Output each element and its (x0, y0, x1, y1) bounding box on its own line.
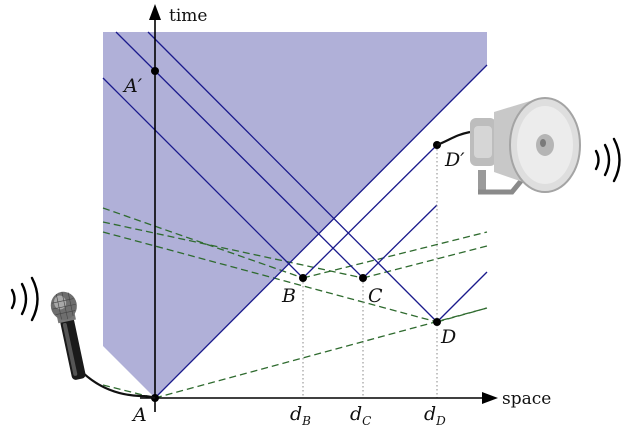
dashed-line-5 (362, 245, 488, 279)
time-axis-label: time (169, 6, 207, 26)
label-D-prime: D′ (444, 149, 465, 171)
tick-label-dD: dD (424, 403, 446, 428)
down-line-to-B (102, 77, 304, 279)
light-cone-region (103, 32, 487, 398)
projection-lines (302, 145, 438, 398)
label-B: B (281, 285, 296, 307)
label-A: A (131, 404, 147, 426)
space-axis-arrow-icon (482, 392, 498, 404)
tick-label-dB: dB (290, 403, 311, 428)
label-D: D (440, 326, 456, 348)
worldlines (102, 31, 488, 399)
dashed-line-4 (302, 231, 488, 279)
up-line-from-D (436, 271, 488, 323)
speaker-sound-waves-icon (594, 137, 621, 183)
point-C (359, 274, 367, 282)
cone-right-edge (154, 64, 488, 399)
tick-label-dC: dC (350, 403, 371, 428)
axes (140, 18, 488, 412)
space-axis-label: space (502, 389, 551, 409)
dashed-line-7 (154, 307, 488, 399)
microphone-icon (50, 291, 156, 400)
down-line-to-D (147, 31, 438, 323)
label-A-prime: A′ (122, 75, 143, 97)
loudspeaker-icon (436, 97, 581, 195)
point-D (433, 318, 441, 326)
point-A-prime (151, 67, 159, 75)
point-B (299, 274, 307, 282)
label-C: C (368, 285, 383, 307)
sound-waves-icon (10, 276, 39, 322)
up-line-from-B (302, 144, 438, 279)
dashed-line-6 (436, 307, 488, 323)
dashed-line-2 (102, 221, 364, 279)
dashed-line-3 (102, 231, 438, 323)
time-axis-arrow-icon (149, 4, 161, 20)
up-line-from-C (362, 204, 438, 279)
